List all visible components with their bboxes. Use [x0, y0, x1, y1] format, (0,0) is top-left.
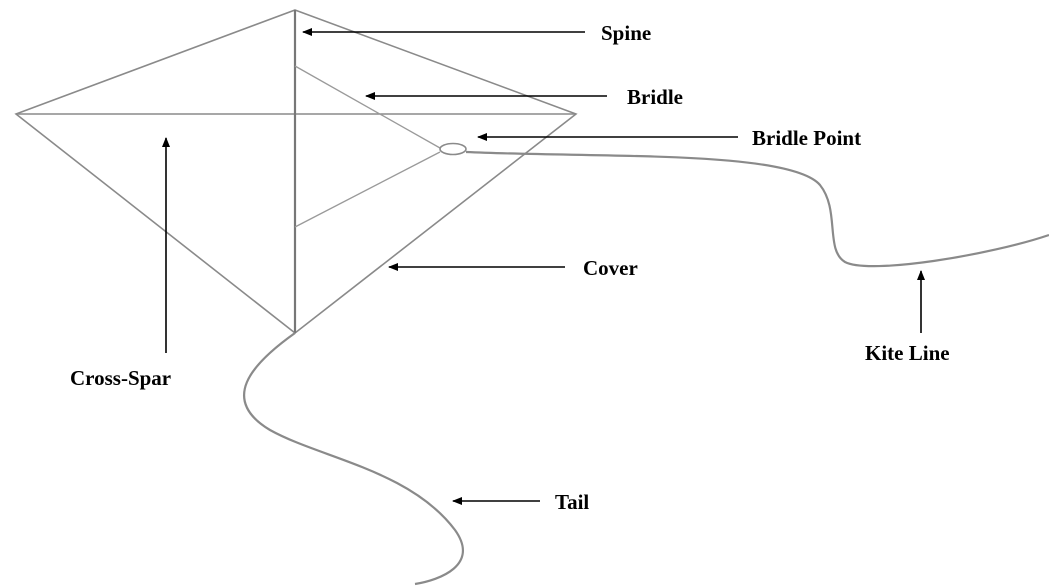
label-bridle: Bridle — [627, 85, 683, 109]
kite-tail — [243, 332, 464, 586]
label-bridle-point: Bridle Point — [752, 126, 861, 150]
label-kite-line: Kite Line — [865, 341, 950, 365]
label-cover: Cover — [583, 256, 638, 280]
bridle-upper — [294, 65, 441, 149]
label-tail: Tail — [555, 490, 589, 514]
label-cross-spar: Cross-Spar — [70, 366, 171, 390]
kite-line — [465, 150, 1049, 268]
bridle-lower — [294, 151, 441, 228]
label-spine: Spine — [601, 21, 651, 45]
bridle-point-ring — [439, 142, 467, 156]
